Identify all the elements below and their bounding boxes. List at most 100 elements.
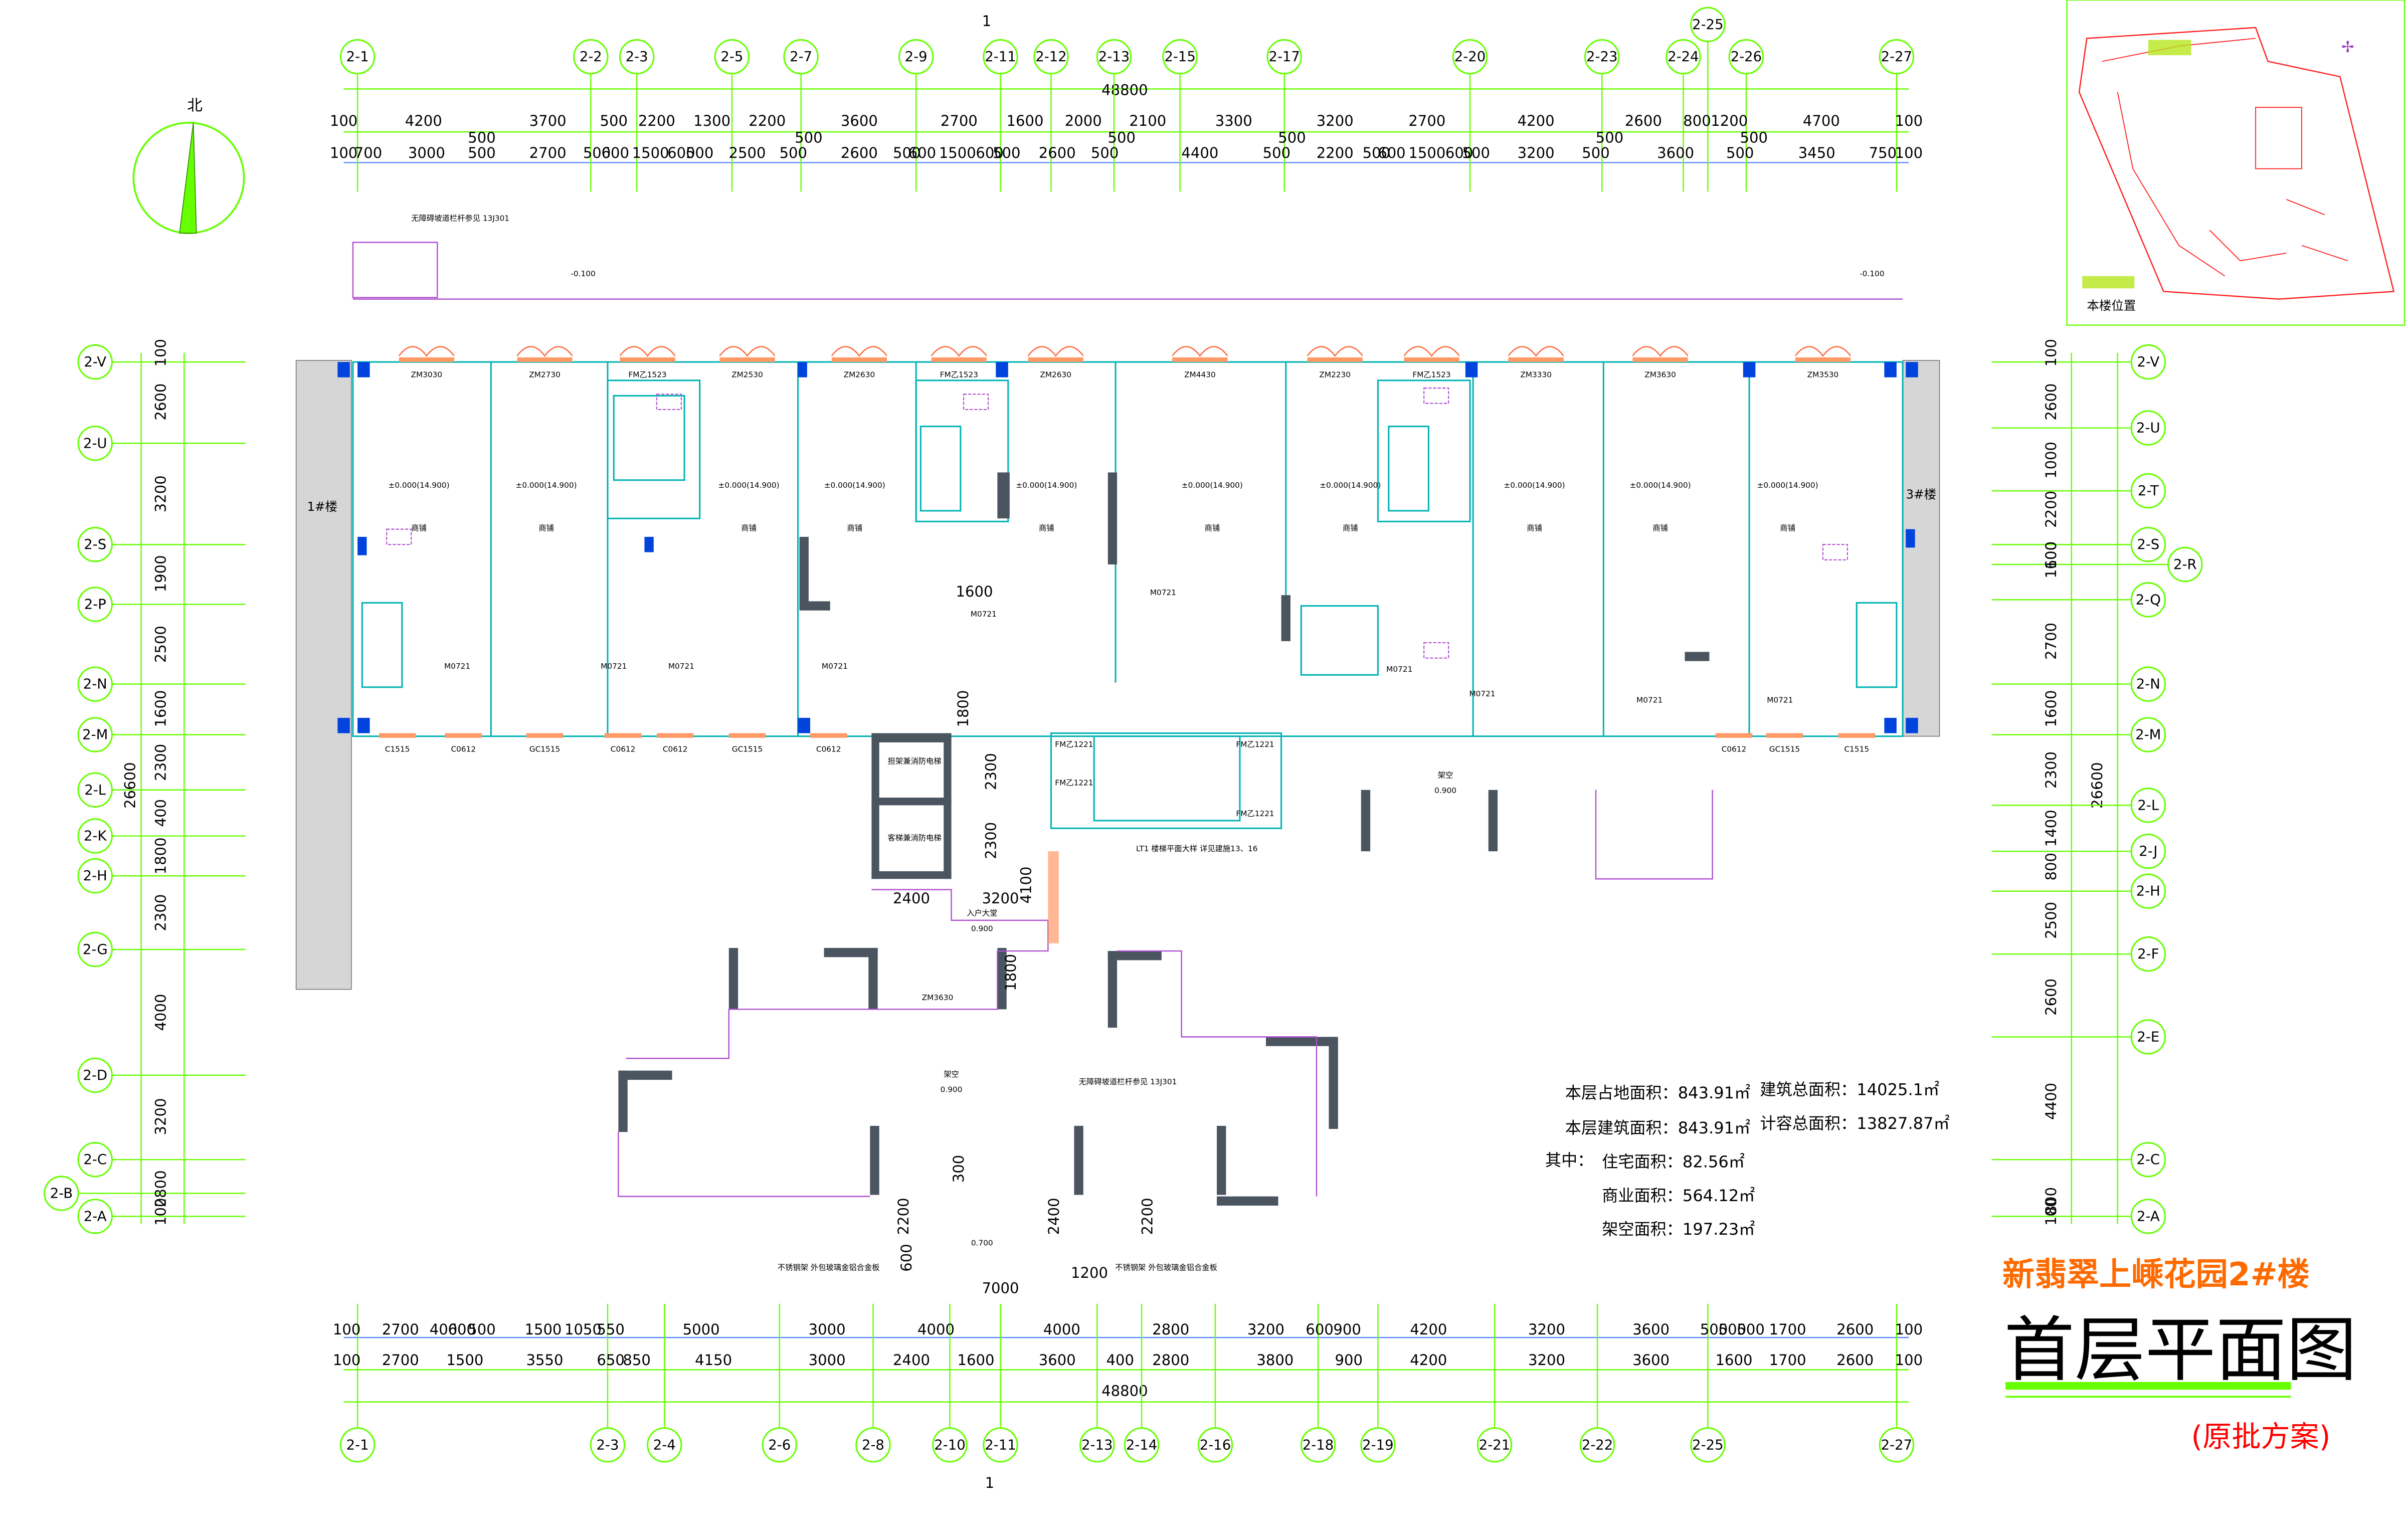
shop-label: 商铺 — [847, 524, 862, 533]
grid-label-bottom-bubble — [1476, 1427, 1513, 1463]
grid-label-bottom-bubble — [1079, 1427, 1115, 1463]
grid-label-right-bubble — [2130, 833, 2166, 869]
dimension-label: 3000 — [408, 144, 445, 161]
level-stilt-right: 0.900 — [1434, 786, 1456, 795]
dimension-label: 1500 — [446, 1352, 483, 1369]
door-opening — [719, 357, 775, 362]
footprint-area: 本层占地面积：843.91㎡ — [1565, 1083, 1750, 1102]
dimension-label: 500 — [468, 1321, 495, 1338]
shop-label: 商铺 — [1205, 524, 1220, 533]
dimension-label: 1000 — [2043, 442, 2060, 479]
dimension-label: 4200 — [1410, 1321, 1447, 1338]
shop-level-label: ±0.000(14.900) — [824, 481, 885, 490]
dimension-label: 2500 — [2043, 902, 2060, 939]
door-swing-icon — [1794, 346, 1852, 357]
grid-label-top-bubble — [1162, 39, 1198, 75]
dimension-label: 3200 — [152, 1098, 169, 1135]
dimension-label: 2200 — [2043, 491, 2060, 528]
dimension-label: 600 — [908, 144, 936, 161]
grid-label-top: 2-17 — [1268, 49, 1300, 65]
total-far-area: 计容总面积：13827.87㎡ — [1760, 1114, 1949, 1133]
grid-label-right: 2-R — [2173, 556, 2197, 572]
grid-label-left: 2-P — [84, 597, 106, 613]
fire-door-label: FM乙1221 — [1236, 740, 1274, 749]
door-label: FM乙1523 — [1412, 370, 1450, 379]
site-plan-legend: 本楼位置 — [2087, 298, 2136, 313]
grid-label-left-bubble — [77, 772, 113, 808]
dimension-label: 2600 — [1836, 1352, 1874, 1369]
window-opening — [728, 733, 766, 738]
ramp-dimension: 300 — [950, 1155, 967, 1183]
window-opening — [526, 733, 564, 738]
door-opening — [1028, 357, 1083, 362]
adjacent-building-right-label: 3#楼 — [1906, 487, 1937, 501]
door-m-label: M0721 — [601, 662, 627, 671]
door-label: ZM3530 — [1807, 370, 1839, 379]
window-opening — [1766, 733, 1803, 738]
dimension-label: 1600 — [1006, 112, 1043, 129]
grid-label-bottom: 2-10 — [934, 1437, 965, 1453]
grid-label-left: 2-H — [83, 868, 107, 884]
grid-label-bottom: 2-25 — [1692, 1437, 1723, 1453]
grid-label-bottom-bubble — [1124, 1427, 1160, 1463]
grid-label-top: 2-9 — [905, 49, 928, 65]
ramp-dimension: 7000 — [982, 1279, 1019, 1296]
dimension-label: 2700 — [529, 144, 567, 161]
dimension-label: 2700 — [382, 1321, 419, 1338]
ramp-dimension: 2200 — [895, 1198, 912, 1235]
dimension-label: 5000 — [683, 1321, 720, 1338]
stilt-label: 架空 — [944, 1070, 959, 1079]
grid-label-bottom-bubble — [1197, 1427, 1233, 1463]
dimension-label: 3200 — [1247, 1321, 1284, 1338]
door-opening — [1404, 357, 1459, 362]
grid-label-top-bubble — [983, 39, 1018, 75]
dimension-label: 100 — [1895, 112, 1923, 129]
stilt-area: 架空面积：197.23㎡ — [1602, 1220, 1755, 1239]
north-arrow-icon — [179, 122, 197, 234]
grid-label-bottom-bubble — [1579, 1427, 1615, 1463]
grid-label-right: 2-A — [2137, 1208, 2160, 1224]
window-opening — [445, 733, 482, 738]
door-m-label: M0721 — [1767, 695, 1793, 704]
dimension-label: 650 — [597, 1352, 624, 1369]
grid-label-top: 2-3 — [626, 49, 648, 65]
grid-label-left: 2-D — [83, 1067, 107, 1083]
door-label: FM乙1523 — [628, 370, 666, 379]
grid-label-bottom: 2-16 — [1200, 1437, 1231, 1453]
dimension-label: 3200 — [1518, 144, 1555, 161]
grid-label-left-bubble — [77, 666, 113, 702]
dimension-label: 3000 — [809, 1352, 846, 1369]
grid-label-top: 2-1 — [346, 49, 369, 65]
grid-label-right: 2-F — [2137, 946, 2159, 962]
residential-area: 住宅面积：82.56㎡ — [1602, 1152, 1745, 1171]
dimension-label: 400 — [152, 799, 169, 827]
this-building-marker — [2148, 40, 2191, 56]
grid-label-top-bubble — [1096, 39, 1132, 75]
lobby-dimension: 2400 — [893, 890, 930, 907]
door-swing-icon — [1508, 346, 1564, 357]
north-arrow: 北 — [132, 97, 245, 234]
grid-label-top: 2-2 — [580, 49, 602, 65]
grid-label-right: 2-N — [2136, 676, 2160, 692]
dimension-label: 500 — [993, 144, 1020, 161]
grid-label-top-bubble — [1033, 39, 1069, 75]
dimension-label: 2100 — [1129, 112, 1166, 129]
shop-level-label: ±0.000(14.900) — [516, 481, 577, 490]
grid-label-left-bubble — [77, 818, 113, 854]
dimension-label: 600 — [1378, 144, 1405, 161]
dimension-label: 4400 — [2043, 1083, 2060, 1120]
grid-label-right-bubble — [2130, 410, 2166, 446]
grid-label-bottom: 2-11 — [985, 1437, 1016, 1453]
window-label: C1515 — [385, 744, 410, 753]
grid-label-top-bubble — [1879, 39, 1915, 75]
dimension-label: 1800 — [152, 837, 169, 874]
grid-label-left: 2-B — [50, 1185, 73, 1201]
door-swing-icon — [831, 346, 887, 357]
dimension-label: 1200 — [1711, 112, 1748, 129]
dimension-label: 750 — [1869, 144, 1897, 161]
drawing-title: 首层平面图 — [2004, 1309, 2357, 1392]
door-swing-icon — [1307, 346, 1363, 357]
dimension-label: 3600 — [1632, 1321, 1670, 1338]
dimension-label: 500 — [1726, 144, 1754, 161]
dimension-label: 1700 — [1769, 1321, 1806, 1338]
